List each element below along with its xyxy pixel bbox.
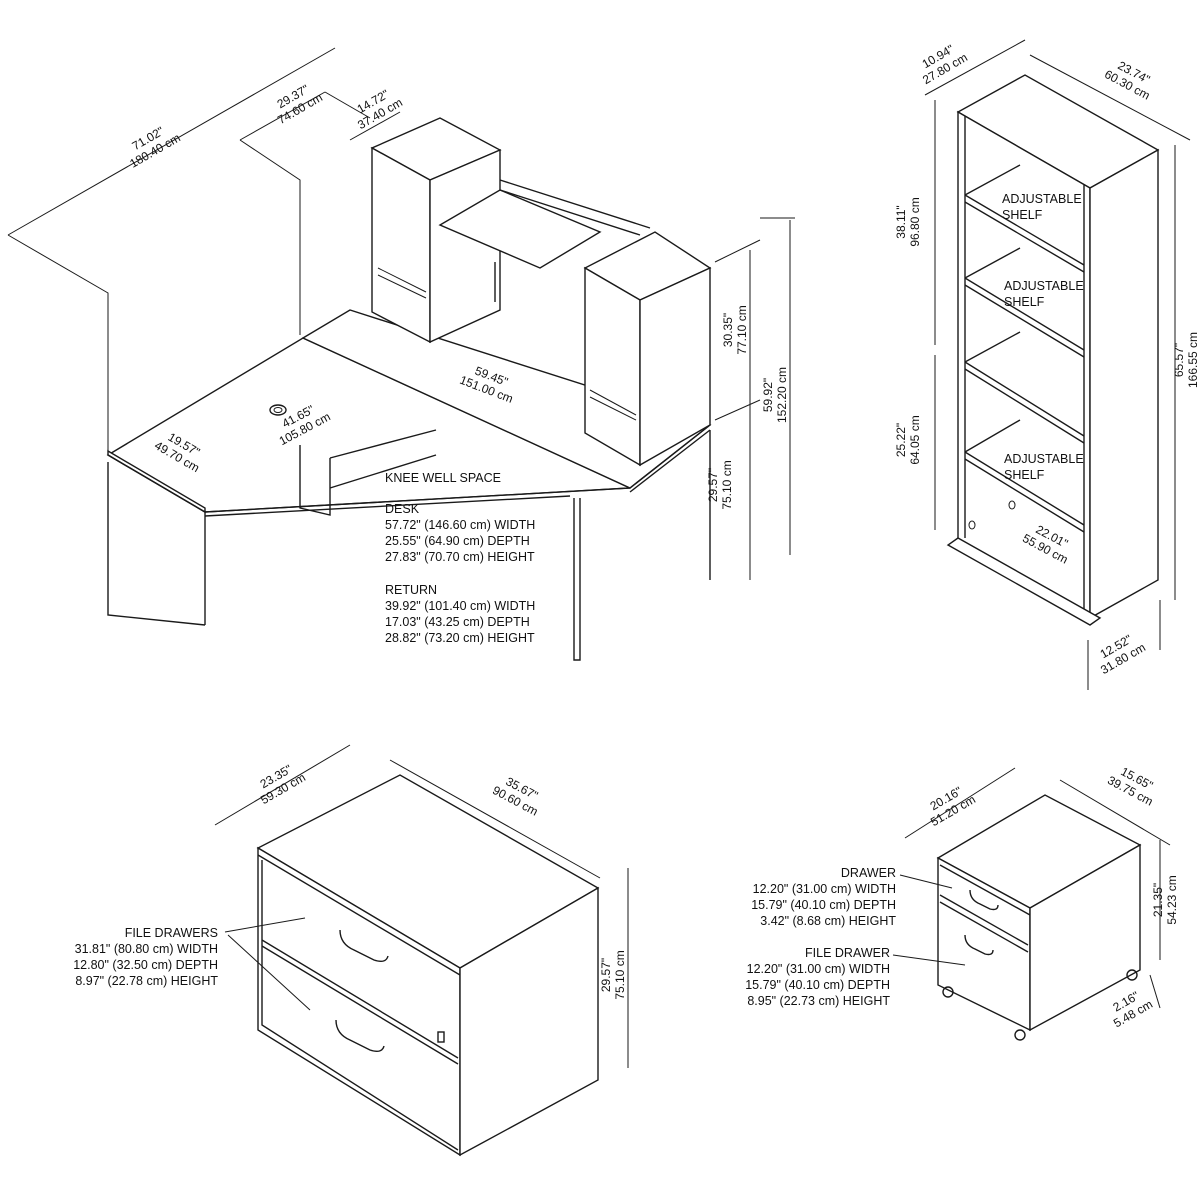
shelf-label-1a: ADJUSTABLE [1002,192,1082,206]
bk-total-h-cm: 166.55 cm [1186,332,1200,388]
return-spec-3: 28.82" (73.20 cm) HEIGHT [385,631,535,645]
mf-height-cm: 54.23 cm [1165,875,1179,924]
mf-height-in: 21.35" [1151,883,1165,917]
mobile-file-drawing: 20.16" 51.20 cm 15.65" 39.75 cm 21.35" 5… [745,764,1179,1041]
mf-file-spec-1: 12.20" (31.00 cm) WIDTH [747,962,890,976]
desk-spec-2: 25.55" (64.90 cm) DEPTH [385,534,530,548]
shelf-label-3b: SHELF [1004,468,1045,482]
lf-height-cm: 75.10 cm [613,950,627,999]
dim-hutch-height-cm: 77.10 cm [735,305,749,354]
lf-spec-3: 8.97" (22.78 cm) HEIGHT [75,974,218,988]
shelf-label-2b: SHELF [1004,295,1045,309]
return-spec-0: RETURN [385,583,437,597]
mf-file-spec-0: FILE DRAWER [805,946,890,960]
dim-total-height-cm: 152.20 cm [775,367,789,423]
bk-upper-h-cm: 96.80 cm [908,197,922,246]
lf-spec-1: 31.81" (80.80 cm) WIDTH [75,942,218,956]
lf-height-in: 29.57" [599,958,613,992]
mf-drawer-spec-0: DRAWER [841,866,896,880]
return-spec-2: 17.03" (43.25 cm) DEPTH [385,615,530,629]
bk-lower-h-in: 25.22" [894,423,908,457]
l-desk-drawing: 71.02" 180.40 cm 29.37" 74.60 cm 14.72" … [7,47,795,661]
bk-lower-h-cm: 64.05 cm [908,415,922,464]
lf-spec-2: 12.80" (32.50 cm) DEPTH [73,958,218,972]
bk-total-h-in: 65.57" [1172,343,1186,377]
desk-spec-1: 57.72" (146.60 cm) WIDTH [385,518,535,532]
mf-drawer-spec-2: 15.79" (40.10 cm) DEPTH [751,898,896,912]
desk-spec-0: DESK [385,502,420,516]
mf-file-spec-3: 8.95" (22.73 cm) HEIGHT [747,994,890,1008]
dim-total-height-in: 59.92" [761,378,775,412]
bk-upper-h-in: 38.11" [894,205,908,238]
mf-drawer-spec-3: 3.42" (8.68 cm) HEIGHT [760,914,896,928]
bookcase-drawing: 10.94" 27.80 cm 23.74" 60.30 cm 38.11" 9… [894,39,1200,690]
shelf-label-1b: SHELF [1002,208,1043,222]
dim-hutch-height-in: 30.35" [721,313,735,347]
knee-well-label: KNEE WELL SPACE [385,471,501,485]
shelf-label-2a: ADJUSTABLE [1004,279,1084,293]
lateral-file-drawing: 23.35" 59.30 cm 35.67" 90.60 cm 29.57" 7… [73,744,629,1157]
desk-spec-3: 27.83" (70.70 cm) HEIGHT [385,550,535,564]
lf-spec-0: FILE DRAWERS [125,926,218,940]
dim-desk-height-in: 29.57" [706,468,720,502]
dim-desk-height-cm: 75.10 cm [720,460,734,509]
mf-file-spec-2: 15.79" (40.10 cm) DEPTH [745,978,890,992]
return-spec-1: 39.92" (101.40 cm) WIDTH [385,599,535,613]
mf-drawer-spec-1: 12.20" (31.00 cm) WIDTH [753,882,896,896]
shelf-label-3a: ADJUSTABLE [1004,452,1084,466]
